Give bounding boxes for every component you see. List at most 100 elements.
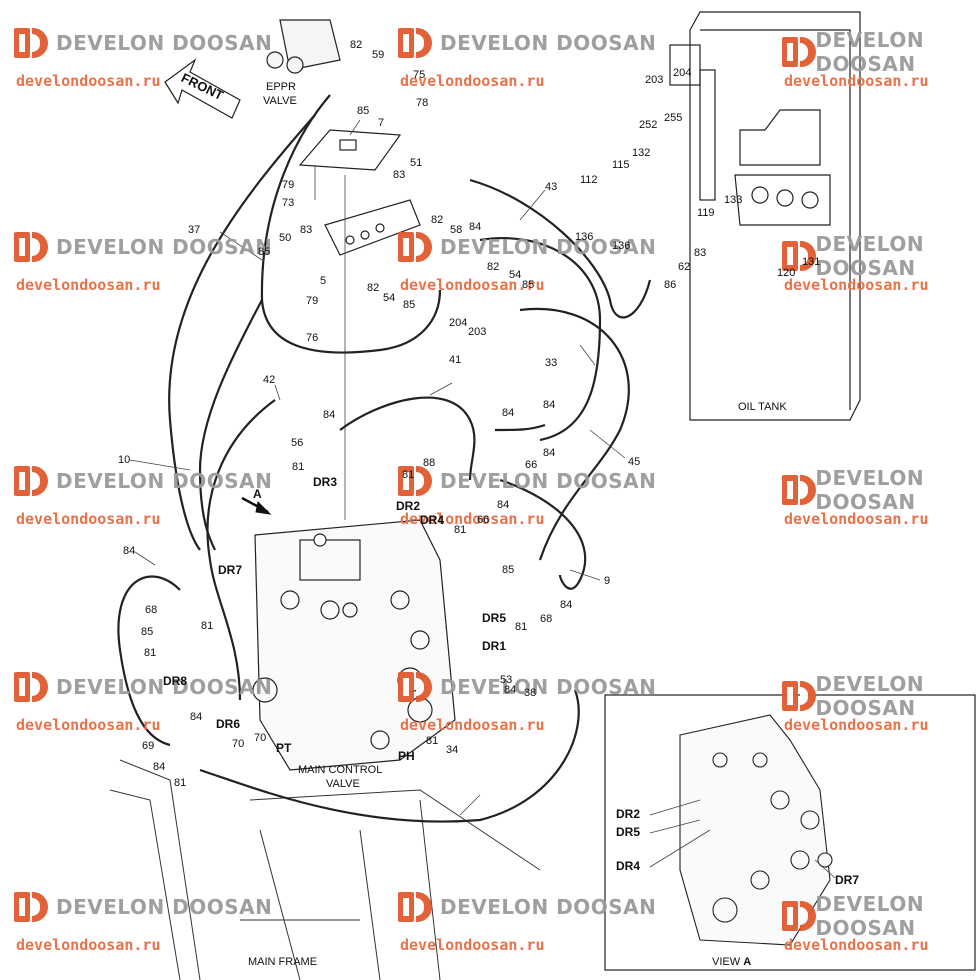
watermark-brand-text: DEVELON DOOSAN [440, 675, 657, 699]
part-number-callout: 84 [190, 711, 203, 723]
part-number-callout: 79 [282, 179, 295, 191]
part-number-callout: 119 [697, 207, 715, 219]
part-number-callout: 203 [645, 74, 664, 86]
part-number-callout: 81 [402, 469, 415, 481]
part-number-callout: 78 [416, 97, 429, 109]
part-number-callout: 84 [543, 447, 556, 459]
watermark-url: develondoosan.ru [16, 936, 161, 954]
part-number-callout: 203 [468, 326, 487, 338]
part-number-callout: 136 [612, 240, 631, 252]
part-number-callout: 252 [639, 119, 658, 131]
watermark-url: develondoosan.ru [784, 276, 929, 294]
watermark-url: develondoosan.ru [400, 510, 545, 528]
view-a-arrow [241, 496, 272, 515]
watermark-url: develondoosan.ru [16, 716, 161, 734]
port-label-dr8: DR8 [163, 674, 188, 688]
watermark-brand: DEVELON DOOSAN [14, 28, 272, 58]
watermark-brand: DEVELON DOOSAN [782, 466, 980, 514]
part-number-callout: 84 [469, 221, 482, 233]
port-label-dr7: DR7 [218, 563, 243, 577]
watermark-brand: DEVELON DOOSAN [782, 892, 980, 940]
part-number-callout: 62 [678, 261, 691, 273]
watermark-brand-text: DEVELON DOOSAN [815, 466, 925, 514]
part-number-callout: 83 [393, 169, 406, 181]
watermark-url: develondoosan.ru [16, 510, 161, 528]
part-number-callout: 5 [320, 275, 327, 287]
watermark-brand-text: DEVELON DOOSAN [815, 892, 925, 940]
watermark-url: develondoosan.ru [784, 716, 929, 734]
part-number-callout: 84 [497, 499, 510, 511]
main-control-valve [252, 519, 456, 771]
part-number-callout: 204 [449, 317, 468, 329]
watermark-brand-text: DEVELON DOOSAN [440, 895, 657, 919]
view-port-label-dr2: DR2 [616, 807, 641, 821]
part-number-callout: 85 [357, 105, 370, 117]
part-number-callout: 84 [153, 761, 166, 773]
eppr-valve [266, 19, 341, 74]
part-number-callout: 84 [123, 545, 136, 557]
port-label-dr2: DR2 [396, 499, 421, 513]
part-number-callout: 33 [545, 357, 558, 369]
port-label-pt: PT [276, 741, 292, 755]
develon-logo-icon [782, 681, 816, 711]
watermark-url: develondoosan.ru [784, 72, 929, 90]
watermark-url: develondoosan.ru [784, 936, 929, 954]
part-number-callout: 132 [632, 147, 651, 159]
main-frame-outline [109, 759, 541, 980]
develon-logo-icon [398, 672, 434, 702]
part-number-callout: 66 [477, 514, 490, 526]
oil-tank-label: OIL TANK [738, 401, 787, 413]
part-number-callout: 73 [282, 197, 295, 209]
develon-logo-icon [782, 475, 816, 505]
watermark-brand-text: DEVELON DOOSAN [440, 235, 657, 259]
develon-logo-icon [14, 232, 50, 262]
part-number-callout: 255 [664, 112, 683, 124]
develon-logo-icon [782, 901, 816, 931]
part-number-callout: 82 [487, 261, 500, 273]
port-label-dr1: DR1 [482, 639, 507, 653]
part-number-callout: 38 [524, 687, 537, 699]
port-label-dr3: DR3 [313, 475, 338, 489]
part-number-callout: 84 [502, 407, 515, 419]
watermark-brand: DEVELON DOOSAN [14, 892, 272, 922]
watermark-brand-text: DEVELON DOOSAN [815, 232, 925, 280]
part-number-callout: 42 [263, 374, 276, 386]
part-number-callout: 81 [201, 620, 214, 632]
part-number-callout: 115 [612, 159, 630, 171]
part-number-callout: 53 [500, 674, 513, 686]
part-number-callout: 81 [174, 777, 187, 789]
part-number-callout: 54 [383, 292, 396, 304]
part-number-callout: 81 [426, 735, 439, 747]
part-number-callout: 84 [543, 399, 556, 411]
part-number-callout: 37 [188, 224, 201, 236]
part-number-callout: 81 [454, 524, 467, 536]
watermark-brand: DEVELON DOOSAN [398, 892, 656, 922]
part-number-callout: 7 [378, 117, 385, 129]
part-number-callout: 59 [372, 49, 385, 61]
watermark-brand-text: DEVELON DOOSAN [440, 469, 657, 493]
oil-tank-outline [669, 11, 861, 421]
part-number-callout: 43 [545, 181, 558, 193]
develon-logo-icon [782, 241, 816, 271]
port-label-dr4: DR4 [420, 513, 445, 527]
part-number-callout: 85 [502, 564, 515, 576]
watermark-brand: DEVELON DOOSAN [398, 672, 656, 702]
develon-logo-icon [782, 37, 816, 67]
part-number-callout: 56 [291, 437, 304, 449]
watermark-brand-text: DEVELON DOOSAN [815, 28, 925, 76]
part-number-callout: 82 [431, 214, 444, 226]
part-number-callout: 83 [694, 247, 707, 259]
part-number-callout: 45 [628, 456, 641, 468]
hose-lines [117, 94, 652, 823]
main-frame-label: MAIN FRAME [248, 956, 318, 968]
main-control-valve-label-line1: MAIN CONTROL [298, 764, 383, 776]
watermark-url: develondoosan.ru [400, 936, 545, 954]
part-number-callout: 79 [306, 295, 319, 307]
part-number-callout: 83 [300, 224, 313, 236]
main-control-valve-label-line2: VALVE [326, 778, 360, 790]
part-number-callout: 82 [367, 282, 380, 294]
view-port-label-dr4: DR4 [616, 859, 641, 873]
part-number-callout: 69 [142, 740, 155, 752]
part-number-callout: 68 [145, 604, 158, 616]
